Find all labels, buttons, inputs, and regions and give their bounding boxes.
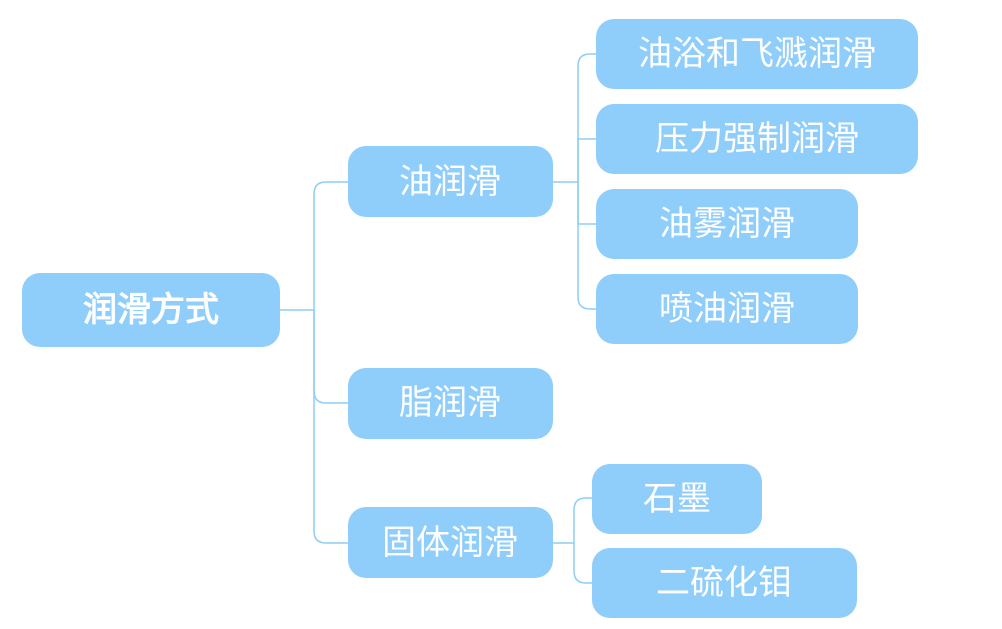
connector-solid-leaf-1 bbox=[573, 497, 594, 543]
connector-solid-leaf-2 bbox=[573, 543, 594, 584]
connector-trunk-branch-solid bbox=[313, 310, 350, 544]
leaf-node-oil-mist: 油雾润滑 bbox=[596, 189, 858, 259]
leaf-node-box bbox=[592, 548, 857, 618]
connectors bbox=[280, 53, 598, 584]
leaf-node-oil-bath-splash: 油浴和飞溅润滑 bbox=[596, 19, 918, 89]
leaf-node-label: 石墨 bbox=[643, 479, 711, 519]
root-node: 润滑方式 bbox=[22, 273, 280, 347]
leaf-node-graphite: 石墨 bbox=[592, 464, 762, 534]
leaf-node-label: 油浴和飞溅润滑 bbox=[638, 34, 876, 74]
leaf-node-label: 压力强制润滑 bbox=[655, 119, 859, 159]
leaf-node-molybdenum-disulfide: 二硫化钼 bbox=[592, 548, 857, 618]
leaf-node-box bbox=[596, 189, 858, 259]
leaf-node-label: 喷油润滑 bbox=[659, 289, 795, 329]
leaf-node-box bbox=[592, 464, 762, 534]
branch-node-box bbox=[348, 146, 553, 217]
connector-oil-leaf-2 bbox=[577, 138, 598, 182]
leaf-node-box bbox=[596, 104, 918, 174]
root-node-box bbox=[22, 273, 280, 347]
branch-node-box bbox=[348, 368, 553, 439]
leaf-node-box bbox=[596, 19, 918, 89]
connector-oil-leaf-1 bbox=[577, 53, 598, 182]
branch-node-oil-lubrication: 油润滑 bbox=[348, 146, 553, 217]
connector-oil-leaf-3 bbox=[577, 182, 598, 225]
branch-node-box bbox=[348, 507, 553, 578]
branch-node-label: 固体润滑 bbox=[382, 523, 518, 563]
branch-node-label: 油润滑 bbox=[399, 162, 501, 202]
connector-trunk-branch-oil bbox=[313, 181, 350, 310]
leaf-node-label: 油雾润滑 bbox=[659, 204, 795, 244]
leaf-node-label: 二硫化钼 bbox=[656, 563, 792, 603]
leaf-node-box bbox=[596, 274, 858, 344]
leaf-node-oil-injection: 喷油润滑 bbox=[596, 274, 858, 344]
branch-node-grease-lubrication: 脂润滑 bbox=[348, 368, 553, 439]
branch-node-solid-lubrication: 固体润滑 bbox=[348, 507, 553, 578]
root-node-label: 润滑方式 bbox=[83, 290, 219, 330]
connector-trunk-branch-grease bbox=[313, 310, 350, 404]
leaf-node-pressure-forced: 压力强制润滑 bbox=[596, 104, 918, 174]
branch-node-label: 脂润滑 bbox=[399, 383, 501, 423]
connector-oil-leaf-4 bbox=[577, 182, 598, 310]
